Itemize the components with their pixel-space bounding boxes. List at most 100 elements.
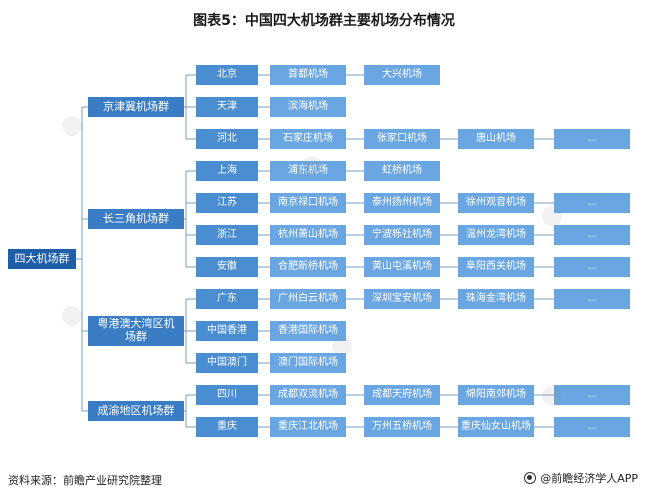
airport-box-label: 重庆江北机场 [278,421,338,433]
more-airports-box-label: ... [587,229,597,241]
region-box: 上海 [196,161,258,181]
more-airports-box: ... [554,385,630,405]
region-box-label: 河北 [217,133,237,145]
more-airports-box: ... [554,193,630,213]
region-box: 天津 [196,97,258,117]
airport-box-label: 虹桥机场 [382,165,422,177]
airport-box: 滨海机场 [270,97,346,117]
region-box: 广东 [196,289,258,309]
airport-box: 石家庄机场 [270,129,346,149]
region-box: 四川 [196,385,258,405]
more-airports-box-label: ... [587,389,597,401]
cluster-box: 京津冀机场群 [88,97,184,117]
airport-box-label: 大兴机场 [382,69,422,81]
airport-box-label: 泰州扬州机场 [372,197,432,209]
airport-box: 广州白云机场 [270,289,346,309]
brand-text: @前瞻经济学人APP [540,472,638,485]
airport-box-label: 唐山机场 [476,133,516,145]
more-airports-box: ... [554,417,630,437]
more-airports-box: ... [554,289,630,309]
airport-box: 香港国际机场 [270,321,346,341]
airport-box: 首都机场 [270,65,346,85]
region-box-label: 中国香港 [207,325,247,337]
airport-box: 宁波栎社机场 [364,225,440,245]
more-airports-box-label: ... [587,197,597,209]
airport-box: 成都天府机场 [364,385,440,405]
cluster-box: 成渝地区机场群 [88,401,184,421]
more-airports-box-label: ... [587,261,597,273]
airport-box-label: 珠海金湾机场 [466,293,526,305]
region-box-label: 安徽 [217,261,237,273]
airport-box: 绵阳南郊机场 [458,385,534,405]
airport-box: 澳门国际机场 [270,353,346,373]
source-note: 资料来源：前瞻产业研究院整理 [8,474,162,487]
airport-box-label: 澳门国际机场 [278,357,338,369]
cluster-box-label: 长三角机场群 [103,211,169,225]
region-box-label: 广东 [217,293,237,305]
airport-box-label: 浦东机场 [288,165,328,177]
airport-box-label: 首都机场 [288,69,328,81]
airport-box-label: 杭州萧山机场 [278,229,338,241]
region-box: 北京 [196,65,258,85]
airport-box-label: 深圳宝安机场 [372,293,432,305]
airport-box-label: 成都双流机场 [278,389,338,401]
airport-box: 温州龙湾机场 [458,225,534,245]
cluster-box-label: 成渝地区机场群 [97,403,175,417]
airport-box-label: 温州龙湾机场 [466,229,526,241]
airport-box-label: 滨海机场 [288,101,328,113]
airport-box: 浦东机场 [270,161,346,181]
region-box-label: 上海 [217,165,237,177]
root-box-label: 四大机场群 [14,251,70,265]
airport-box: 合肥新桥机场 [270,257,346,277]
cluster-box-label: 粤港澳大湾区机场群 [97,317,175,343]
region-box: 河北 [196,129,258,149]
airport-box-label: 香港国际机场 [278,325,338,337]
airport-box-label: 重庆仙女山机场 [461,421,531,433]
more-airports-box: ... [554,257,630,277]
airport-box-label: 宁波栎社机场 [372,229,432,241]
airport-box: 黄山屯溪机场 [364,257,440,277]
airport-box: 万州五桥机场 [364,417,440,437]
airport-box: 徐州观音机场 [458,193,534,213]
airport-box-label: 南京禄口机场 [278,197,338,209]
region-box-label: 北京 [217,69,237,81]
airport-box-label: 阜阳西关机场 [466,261,526,273]
cluster-box: 粤港澳大湾区机场群 [88,316,184,346]
airport-box: 阜阳西关机场 [458,257,534,277]
airport-box: 珠海金湾机场 [458,289,534,309]
more-airports-box-label: ... [587,421,597,433]
more-airports-box: ... [554,129,630,149]
airport-box-label: 广州白云机场 [278,293,338,305]
region-box: 浙江 [196,225,258,245]
more-airports-box-label: ... [587,293,597,305]
more-airports-box-label: ... [587,133,597,145]
more-airports-box: ... [554,225,630,245]
region-box-label: 江苏 [217,197,237,209]
region-box-label: 四川 [217,389,237,401]
airport-box: 重庆仙女山机场 [458,417,534,437]
chart-title: 图表5：中国四大机场群主要机场分布情况 [193,13,455,29]
airport-box: 唐山机场 [458,129,534,149]
brand-logo-icon [524,472,537,484]
airport-box-label: 万州五桥机场 [372,421,432,433]
airport-box-label: 徐州观音机场 [466,197,526,209]
region-box: 安徽 [196,257,258,277]
airport-box: 张家口机场 [364,129,440,149]
region-box-label: 中国澳门 [207,357,247,369]
region-box: 江苏 [196,193,258,213]
airport-box: 南京禄口机场 [270,193,346,213]
airport-box-label: 合肥新桥机场 [278,261,338,273]
airport-box: 成都双流机场 [270,385,346,405]
region-box-label: 天津 [217,101,237,113]
airport-box-label: 黄山屯溪机场 [372,261,432,273]
cluster-box: 长三角机场群 [88,209,184,229]
airport-box: 重庆江北机场 [270,417,346,437]
region-box-label: 重庆 [217,421,237,433]
airport-box: 虹桥机场 [364,161,440,181]
region-box: 重庆 [196,417,258,437]
airport-box-label: 石家庄机场 [283,133,333,145]
airport-box: 大兴机场 [364,65,440,85]
airport-box: 深圳宝安机场 [364,289,440,309]
airport-box-label: 绵阳南郊机场 [466,389,526,401]
airport-box: 杭州萧山机场 [270,225,346,245]
